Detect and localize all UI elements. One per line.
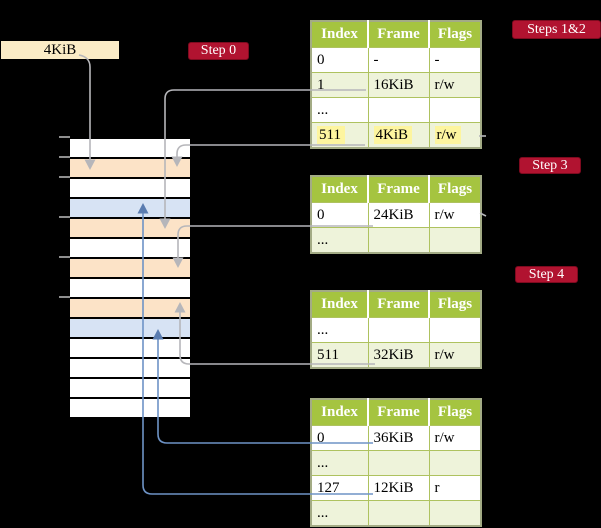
frame-boundary-tick <box>59 136 70 138</box>
column-header-flags: Flags <box>428 291 481 318</box>
table-cell: ... <box>311 227 368 253</box>
table-cell: r/w <box>428 342 481 368</box>
column-header-index: Index <box>311 291 368 318</box>
column-header-index: Index <box>311 399 368 426</box>
frame-boundary-tick <box>59 296 70 298</box>
table-cell: ... <box>311 97 368 123</box>
memory-frame-row-5 <box>70 239 190 257</box>
column-header-frame: Frame <box>367 21 429 48</box>
table-cell <box>367 450 429 476</box>
table-cell: ... <box>311 317 368 343</box>
memory-frame-row-12 <box>70 379 190 397</box>
table-cell: 0 <box>311 47 368 73</box>
table-row: ... <box>311 97 481 123</box>
column-header-index: Index <box>311 176 368 203</box>
table-cell: 12KiB <box>367 475 429 501</box>
frame-boundary-tick <box>59 256 70 258</box>
table-cell <box>428 450 481 476</box>
table-cell: 0 <box>311 202 368 228</box>
badge-step-4: Step 4 <box>515 266 578 283</box>
table-cell: 511 <box>311 342 368 368</box>
column-header-flags: Flags <box>428 21 481 48</box>
column-header-frame: Frame <box>367 399 429 426</box>
table-cell: 32KiB <box>367 342 429 368</box>
table-row: ... <box>311 450 481 476</box>
memory-frame-row-1 <box>70 159 190 177</box>
memory-frame-row-8 <box>70 299 190 317</box>
memory-frame-row-3 <box>70 199 190 217</box>
memory-frame-row-6 <box>70 259 190 277</box>
table-cell <box>428 500 481 526</box>
frame-boundary-tick <box>59 156 70 158</box>
memory-frame-row-13 <box>70 399 190 417</box>
table-cell <box>367 317 429 343</box>
table-cell <box>367 500 429 526</box>
frame-size-label: 4KiB <box>43 42 77 58</box>
table-cell: 511 <box>311 122 368 148</box>
table-cell: 4KiB <box>367 122 429 148</box>
column-header-frame: Frame <box>367 291 429 318</box>
table-cell: ... <box>311 450 368 476</box>
column-header-frame: Frame <box>367 176 429 203</box>
table-cell: 0 <box>311 425 368 451</box>
table-cell: - <box>428 47 481 73</box>
memory-frame-row-11 <box>70 359 190 377</box>
table-row: ... <box>311 317 481 343</box>
table-cell: r <box>428 475 481 501</box>
column-header-flags: Flags <box>428 176 481 203</box>
table-cell: r/w <box>428 72 481 98</box>
table-cell: 16KiB <box>367 72 429 98</box>
table-cell: ... <box>311 500 368 526</box>
table-row: ... <box>311 500 481 526</box>
memory-frame-row-2 <box>70 179 190 197</box>
memory-frame-row-9 <box>70 319 190 337</box>
memory-frame-row-4 <box>70 219 190 237</box>
column-header-index: Index <box>311 21 368 48</box>
memory-frame-row-0 <box>70 139 190 157</box>
table-cell: r/w <box>428 122 481 148</box>
table-cell: - <box>367 47 429 73</box>
table-cell <box>367 227 429 253</box>
frame-boundary-tick <box>59 216 70 218</box>
frame-boundary-tick <box>59 176 70 178</box>
table-cell: r/w <box>428 202 481 228</box>
badge-step-3: Step 3 <box>519 157 581 174</box>
table-row: ... <box>311 227 481 253</box>
highlighted-value: 4KiB <box>373 125 413 144</box>
table-row: 0-- <box>311 47 481 73</box>
badge-step-0: Step 0 <box>188 42 249 60</box>
badge-steps-1-2: Steps 1&2 <box>512 20 601 39</box>
highlighted-value: r/w <box>434 125 461 144</box>
highlighted-value: 511 <box>317 125 345 144</box>
physical-memory-frames-stack <box>70 137 190 419</box>
table-cell: r/w <box>428 425 481 451</box>
table-cell: 24KiB <box>367 202 429 228</box>
memory-frame-row-10 <box>70 339 190 357</box>
table-cell <box>367 97 429 123</box>
table-cell: 36KiB <box>367 425 429 451</box>
frame-size-label-box: 4KiB <box>1 41 119 59</box>
column-header-flags: Flags <box>428 399 481 426</box>
table-cell: 127 <box>311 475 368 501</box>
table-cell <box>428 227 481 253</box>
table-cell <box>428 317 481 343</box>
table-cell <box>428 97 481 123</box>
table-cell: 1 <box>311 72 368 98</box>
memory-frame-row-7 <box>70 279 190 297</box>
table-row: 511 4KiB r/w <box>311 122 481 148</box>
